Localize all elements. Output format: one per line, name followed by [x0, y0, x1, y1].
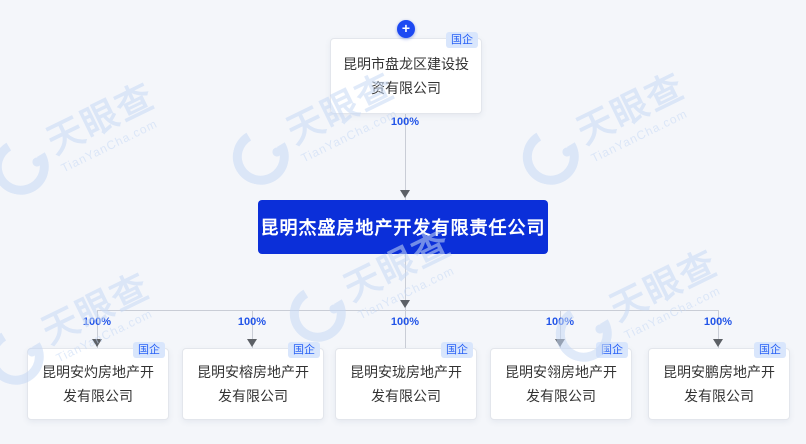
- ownership-percent-label: 100%: [237, 316, 267, 328]
- child-company-name: 昆明安榕房地产开发有限公司: [197, 364, 309, 404]
- child-company-node-1[interactable]: 国企 昆明安灼房地产开发有限公司: [27, 342, 169, 420]
- edge-line-child-3: [405, 310, 406, 348]
- watermark-brand: 天眼查: [35, 264, 156, 352]
- tianyancha-watermark: 天眼查 TianYanCha.com: [0, 75, 195, 201]
- edge-line-main-bus: [405, 254, 406, 310]
- tianyancha-logo-icon: [516, 122, 585, 191]
- ownership-percent-label: 100%: [390, 116, 420, 128]
- state-owned-badge: 国企: [441, 342, 473, 358]
- arrow-down-icon: [555, 339, 565, 347]
- main-company-node[interactable]: 昆明杰盛房地产开发有限责任公司: [258, 200, 548, 254]
- ownership-percent-label: 100%: [82, 316, 112, 328]
- edge-line-root-main: [405, 112, 406, 200]
- ownership-percent-label: 100%: [390, 316, 420, 328]
- state-owned-badge: 国企: [446, 32, 478, 48]
- state-owned-badge: 国企: [754, 342, 786, 358]
- state-owned-badge: 国企: [596, 342, 628, 358]
- ownership-percent-label: 100%: [703, 316, 733, 328]
- arrow-down-icon: [247, 339, 257, 347]
- tianyancha-logo-icon: [0, 132, 55, 201]
- state-owned-badge: 国企: [288, 342, 320, 358]
- arrow-down-icon: [713, 339, 723, 347]
- arrow-down-icon: [400, 190, 410, 198]
- tianyancha-logo-icon: [283, 279, 352, 348]
- edge-line-child-1: [97, 310, 98, 348]
- main-company-name: 昆明杰盛房地产开发有限责任公司: [260, 218, 546, 238]
- tianyancha-watermark: 天眼查 TianYanCha.com: [515, 65, 725, 191]
- edge-line-child-5: [718, 310, 719, 348]
- edge-line-child-2: [252, 310, 253, 348]
- child-company-node-5[interactable]: 国企 昆明安鹏房地产开发有限公司: [648, 342, 790, 420]
- watermark-domain: TianYanCha.com: [355, 263, 457, 323]
- child-company-node-2[interactable]: 国企 昆明安榕房地产开发有限公司: [182, 342, 324, 420]
- child-company-node-4[interactable]: 国企 昆明安翎房地产开发有限公司: [490, 342, 632, 420]
- edge-line-child-4: [560, 310, 561, 348]
- child-company-name: 昆明安珑房地产开发有限公司: [350, 364, 462, 404]
- root-company-node[interactable]: 国企 昆明市盘龙区建设投资有限公司: [330, 32, 482, 114]
- state-owned-badge: 国企: [133, 342, 165, 358]
- child-company-name: 昆明安鹏房地产开发有限公司: [663, 364, 775, 404]
- watermark-brand: 天眼查: [570, 64, 691, 152]
- tianyancha-watermark: 天眼查 TianYanCha.com: [548, 242, 758, 368]
- expand-parent-button[interactable]: +: [397, 20, 415, 38]
- child-company-name: 昆明安翎房地产开发有限公司: [505, 364, 617, 404]
- edge-bus-line: [97, 310, 718, 311]
- child-company-name: 昆明安灼房地产开发有限公司: [42, 364, 154, 404]
- child-company-node-3[interactable]: 国企 昆明安珑房地产开发有限公司: [335, 342, 477, 420]
- arrow-down-icon: [92, 339, 102, 347]
- watermark-brand: 天眼查: [603, 241, 724, 329]
- watermark-domain: TianYanCha.com: [58, 116, 160, 176]
- watermark-brand: 天眼查: [40, 74, 161, 162]
- watermark-domain: TianYanCha.com: [588, 106, 690, 166]
- root-company-name: 昆明市盘龙区建设投资有限公司: [343, 56, 469, 96]
- tianyancha-logo-icon: [226, 122, 295, 191]
- arrow-down-icon: [400, 300, 410, 308]
- ownership-percent-label: 100%: [545, 316, 575, 328]
